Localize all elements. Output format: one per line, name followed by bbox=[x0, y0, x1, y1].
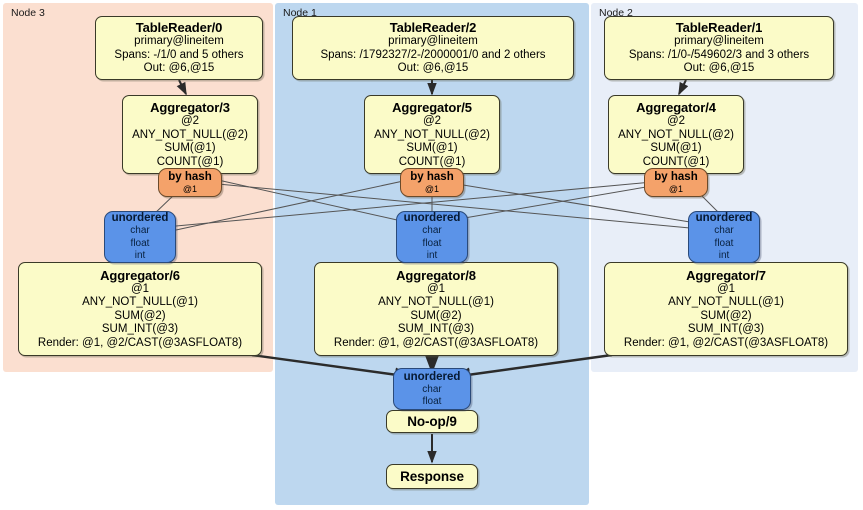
hash-router-2[interactable]: by hash @1 bbox=[644, 168, 708, 197]
aggregator-8-group: @1 bbox=[426, 282, 446, 295]
aggregator-7-title: Aggregator/7 bbox=[686, 267, 766, 283]
unordered-sync-2[interactable]: unordered char float int bbox=[688, 211, 760, 263]
table-reader-2-table: primary@lineitem bbox=[388, 35, 478, 48]
aggregator-7-group: @1 bbox=[716, 282, 736, 295]
aggregator-4-box[interactable]: Aggregator/4 @2 ANY_NOT_NULL(@2) SUM(@1)… bbox=[608, 95, 744, 174]
aggregator-6-group: @1 bbox=[130, 282, 150, 295]
aggregator-8-title: Aggregator/8 bbox=[396, 267, 476, 283]
aggregator-6-box[interactable]: Aggregator/6 @1 ANY_NOT_NULL(@1) SUM(@2)… bbox=[18, 262, 262, 356]
aggregator-5-agg1: ANY_NOT_NULL(@2) bbox=[374, 128, 490, 141]
table-reader-0-table: primary@lineitem bbox=[134, 35, 224, 48]
aggregator-6-agg3: SUM_INT(@3) bbox=[101, 323, 179, 336]
aggregator-8-box[interactable]: Aggregator/8 @1 ANY_NOT_NULL(@1) SUM(@2)… bbox=[314, 262, 558, 356]
aggregator-4-agg3: COUNT(@1) bbox=[642, 155, 710, 168]
aggregator-8-agg3: SUM_INT(@3) bbox=[397, 323, 475, 336]
hash-router-1-column: @1 bbox=[424, 183, 440, 194]
table-reader-0-box[interactable]: TableReader/0 primary@lineitem Spans: -/… bbox=[95, 16, 263, 80]
response-title: Response bbox=[400, 469, 464, 484]
unordered-sync-1[interactable]: unordered char float int bbox=[396, 211, 468, 263]
unordered-sync-1-type-2: int bbox=[426, 250, 438, 262]
aggregator-4-agg2: SUM(@1) bbox=[650, 142, 702, 154]
hash-router-0-title: by hash bbox=[168, 170, 212, 183]
aggregator-6-agg1: ANY_NOT_NULL(@1) bbox=[82, 296, 198, 309]
aggregator-8-agg2: SUM(@2) bbox=[410, 309, 462, 322]
unordered-sync-2-type-2: int bbox=[718, 250, 730, 262]
aggregator-3-agg2: SUM(@1) bbox=[164, 142, 216, 154]
unordered-sync-2-type-0: char bbox=[714, 225, 734, 237]
unordered-sync-0-type-2: int bbox=[134, 250, 146, 262]
hash-router-0-column: @1 bbox=[182, 183, 198, 194]
aggregator-4-agg1: ANY_NOT_NULL(@2) bbox=[618, 128, 734, 141]
aggregator-7-agg1: ANY_NOT_NULL(@1) bbox=[668, 296, 784, 309]
hash-router-2-title: by hash bbox=[654, 170, 698, 183]
unordered-sync-0-type-1: float bbox=[130, 237, 150, 249]
noop-9-title: No-op/9 bbox=[407, 414, 457, 429]
table-reader-1-table: primary@lineitem bbox=[674, 35, 764, 48]
final-unordered-title: unordered bbox=[403, 370, 461, 383]
table-reader-1-out: Out: @6,@15 bbox=[683, 62, 755, 75]
aggregator-3-box[interactable]: Aggregator/3 @2 ANY_NOT_NULL(@2) SUM(@1)… bbox=[122, 95, 258, 174]
table-reader-2-box[interactable]: TableReader/2 primary@lineitem Spans: /1… bbox=[292, 16, 574, 80]
table-reader-0-spans: Spans: -/1/0 and 5 others bbox=[114, 48, 244, 61]
unordered-sync-2-title: unordered bbox=[695, 212, 753, 225]
aggregator-3-group: @2 bbox=[180, 115, 200, 127]
table-reader-2-spans: Spans: /1792327/2-/2000001/0 and 2 other… bbox=[320, 48, 546, 61]
aggregator-5-agg2: SUM(@1) bbox=[406, 142, 458, 154]
aggregator-3-title: Aggregator/3 bbox=[150, 100, 230, 115]
unordered-sync-1-title: unordered bbox=[403, 212, 461, 225]
aggregator-5-group: @2 bbox=[422, 115, 442, 127]
aggregator-3-agg1: ANY_NOT_NULL(@2) bbox=[132, 128, 248, 141]
aggregator-7-agg3: SUM_INT(@3) bbox=[687, 323, 765, 336]
table-reader-1-title: TableReader/1 bbox=[675, 20, 763, 36]
noop-9-box[interactable]: No-op/9 bbox=[386, 410, 478, 433]
unordered-sync-0[interactable]: unordered char float int bbox=[104, 211, 176, 263]
unordered-sync-0-type-0: char bbox=[130, 225, 150, 237]
node-panel-label-node3: Node 3 bbox=[11, 7, 45, 19]
aggregator-4-group: @2 bbox=[666, 115, 686, 127]
aggregator-4-title: Aggregator/4 bbox=[636, 100, 716, 115]
final-unordered-type-1: float bbox=[422, 396, 442, 407]
unordered-sync-1-type-0: char bbox=[422, 225, 442, 237]
table-reader-0-title: TableReader/0 bbox=[135, 20, 223, 36]
hash-router-2-column: @1 bbox=[668, 183, 684, 194]
hash-router-1-title: by hash bbox=[410, 170, 454, 183]
table-reader-1-box[interactable]: TableReader/1 primary@lineitem Spans: /1… bbox=[604, 16, 834, 80]
final-unordered-type-0: char bbox=[422, 383, 442, 395]
response-box[interactable]: Response bbox=[386, 464, 478, 489]
aggregator-5-box[interactable]: Aggregator/5 @2 ANY_NOT_NULL(@2) SUM(@1)… bbox=[364, 95, 500, 174]
aggregator-7-agg2: SUM(@2) bbox=[700, 309, 752, 322]
aggregator-6-agg2: SUM(@2) bbox=[114, 309, 166, 322]
aggregator-5-agg3: COUNT(@1) bbox=[398, 155, 466, 168]
table-reader-0-out: Out: @6,@15 bbox=[143, 62, 215, 75]
unordered-sync-0-title: unordered bbox=[111, 212, 169, 225]
table-reader-2-out: Out: @6,@15 bbox=[397, 62, 469, 75]
final-unordered-sync[interactable]: unordered char float bbox=[393, 368, 471, 410]
table-reader-1-spans: Spans: /1/0-/549602/3 and 3 others bbox=[628, 48, 810, 61]
aggregator-3-agg3: COUNT(@1) bbox=[156, 155, 224, 168]
aggregator-8-agg1: ANY_NOT_NULL(@1) bbox=[378, 296, 494, 309]
unordered-sync-2-type-1: float bbox=[714, 237, 734, 249]
unordered-sync-1-type-1: float bbox=[422, 237, 442, 249]
aggregator-7-box[interactable]: Aggregator/7 @1 ANY_NOT_NULL(@1) SUM(@2)… bbox=[604, 262, 848, 356]
aggregator-6-render: Render: @1, @2/CAST(@3ASFLOAT8) bbox=[37, 336, 243, 349]
aggregator-8-render: Render: @1, @2/CAST(@3ASFLOAT8) bbox=[333, 336, 539, 349]
table-reader-2-title: TableReader/2 bbox=[389, 20, 477, 36]
hash-router-0[interactable]: by hash @1 bbox=[158, 168, 222, 197]
aggregator-7-render: Render: @1, @2/CAST(@3ASFLOAT8) bbox=[623, 336, 829, 349]
hash-router-1[interactable]: by hash @1 bbox=[400, 168, 464, 197]
aggregator-6-title: Aggregator/6 bbox=[100, 267, 180, 283]
aggregator-5-title: Aggregator/5 bbox=[392, 100, 472, 115]
